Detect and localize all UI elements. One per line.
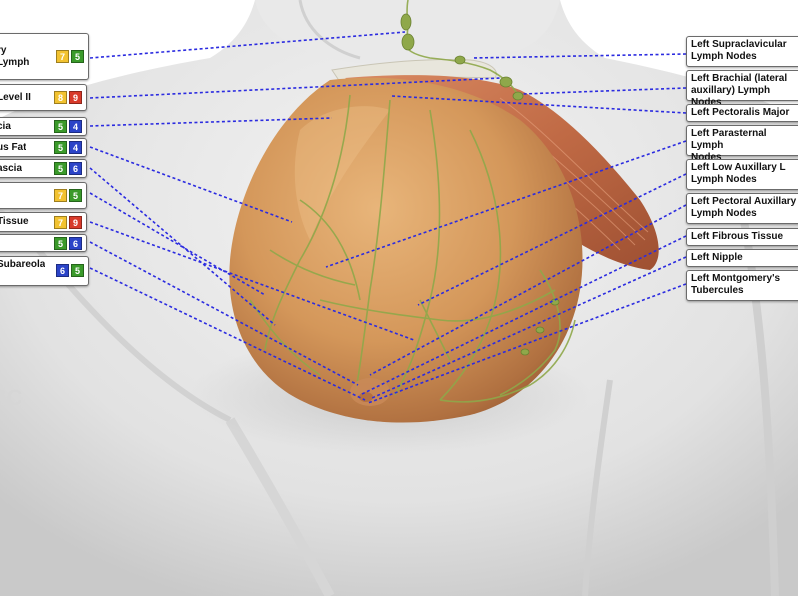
badge: 5: [54, 141, 67, 154]
watermark-2: SC: [0, 385, 23, 410]
left-label-9-text: Subareola: [0, 259, 45, 271]
badge: 9: [69, 216, 82, 229]
left-label-3[interactable]: cia 5 4: [0, 117, 87, 136]
left-label-2[interactable]: Level II 8 9: [0, 84, 87, 111]
label-left-pectoral-auxillary-lymph-nodes[interactable]: Left Pectoral Auxillary Lymph Nodes: [686, 193, 798, 224]
badge: 5: [71, 50, 84, 63]
left-label-9[interactable]: Subareola 6 5: [0, 256, 89, 286]
badge: 7: [54, 216, 67, 229]
left-label-2-text: Level II: [0, 92, 31, 104]
badge: 5: [69, 189, 82, 202]
label-left-pectoralis-major[interactable]: Left Pectoralis Major: [686, 104, 798, 122]
left-label-2-badges: 8 9: [54, 91, 82, 104]
left-label-3-text: cia: [0, 121, 11, 133]
label-left-supraclavicular-lymph-nodes[interactable]: Left Supraclavicular Lymph Nodes: [686, 36, 798, 67]
left-label-7[interactable]: Tissue 7 9: [0, 212, 87, 232]
left-label-5-badges: 5 6: [54, 162, 82, 175]
left-label-4-text: us Fat: [0, 142, 26, 154]
badge: 7: [56, 50, 69, 63]
breast-tissue: [229, 78, 582, 423]
badge: 6: [56, 264, 69, 277]
badge: 4: [69, 141, 82, 154]
label-left-fibrous-tissue[interactable]: Left Fibrous Tissue: [686, 228, 798, 246]
left-label-1-badges: 7 5: [56, 50, 84, 63]
badge: 4: [69, 120, 82, 133]
left-label-1[interactable]: ry Lymph 7 5: [0, 33, 89, 80]
badge: 8: [54, 91, 67, 104]
nipple: [359, 392, 373, 402]
badge: 5: [54, 162, 67, 175]
label-left-low-auxillary-lymph-nodes[interactable]: Left Low Auxillary L Lymph Nodes: [686, 159, 798, 190]
left-label-4-badges: 5 4: [54, 141, 82, 154]
left-label-7-text: Tissue: [0, 216, 29, 228]
left-label-5[interactable]: ascia 5 6: [0, 159, 87, 178]
label-left-nipple[interactable]: Left Nipple: [686, 249, 798, 267]
left-label-1-text: ry Lymph: [0, 45, 29, 69]
badge: 9: [69, 91, 82, 104]
label-left-montgomerys-tubercules[interactable]: Left Montgomery's Tubercules: [686, 270, 798, 301]
left-label-4[interactable]: us Fat 5 4: [0, 138, 87, 157]
left-label-9-badges: 6 5: [56, 264, 84, 277]
left-label-6-badges: 7 5: [54, 189, 82, 202]
left-label-3-badges: 5 4: [54, 120, 82, 133]
left-label-7-badges: 7 9: [54, 216, 82, 229]
label-left-parasternal-lymph-nodes[interactable]: Left Parasternal Lymph Nodes: [686, 125, 798, 156]
badge: 5: [54, 237, 67, 250]
badge: 7: [54, 189, 67, 202]
left-label-8-badges: 5 6: [54, 237, 82, 250]
badge: 6: [69, 237, 82, 250]
badge: 6: [69, 162, 82, 175]
badge: 5: [71, 264, 84, 277]
badge: 5: [54, 120, 67, 133]
left-label-8[interactable]: 5 6: [0, 234, 87, 252]
left-label-6[interactable]: 7 5: [0, 182, 87, 209]
left-label-5-text: ascia: [0, 163, 22, 175]
label-left-brachial-lymph-nodes[interactable]: Left Brachial (lateral auxillary) Lymph …: [686, 70, 798, 101]
